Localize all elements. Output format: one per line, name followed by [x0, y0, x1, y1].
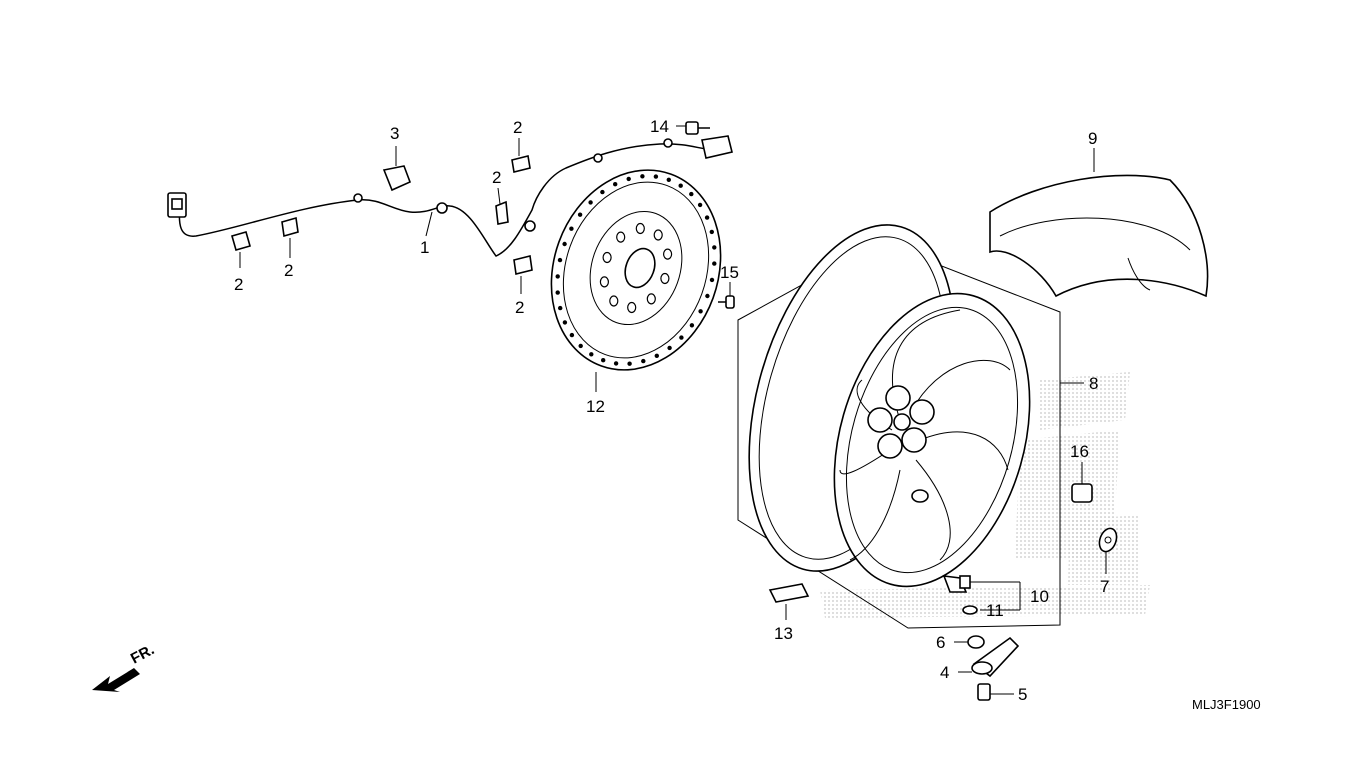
- clamp-icon-a: [231, 231, 251, 268]
- label-2e: 2: [515, 298, 524, 317]
- disc-hole: [654, 353, 659, 358]
- pulse-ring-icon: [1098, 527, 1118, 574]
- disc-hole: [613, 182, 618, 187]
- hub-hole: [646, 293, 656, 305]
- guide-icon: [382, 146, 412, 192]
- label-5: 5: [1018, 685, 1027, 704]
- hub-hole: [602, 251, 612, 264]
- disc-hole: [562, 320, 568, 325]
- hub-hole: [616, 231, 626, 243]
- disc-hole: [712, 261, 717, 266]
- disc-hole: [627, 361, 632, 366]
- disc-hole: [569, 226, 574, 231]
- disc-hole: [709, 277, 715, 283]
- disc-hole: [704, 215, 710, 220]
- hub-hole: [662, 248, 673, 260]
- label-16: 16: [1070, 442, 1089, 461]
- label-2c: 2: [492, 168, 501, 187]
- disc-hole: [557, 257, 563, 263]
- valve-cap-icon: [977, 683, 1014, 701]
- disc-hole: [705, 293, 710, 299]
- disc-hole: [558, 305, 563, 311]
- label-9: 9: [1088, 129, 1097, 148]
- valve-icon: [942, 575, 1021, 615]
- direction-label: FR.: [128, 641, 157, 667]
- disc-hole: [641, 358, 646, 364]
- label-2b: 2: [284, 261, 293, 280]
- hub-hole: [599, 276, 610, 288]
- hub-hole: [653, 229, 663, 241]
- disc-hole: [613, 361, 619, 366]
- label-14: 14: [650, 117, 669, 136]
- disc-hole: [600, 189, 605, 195]
- disc-hole: [601, 358, 606, 363]
- label-6: 6: [936, 633, 945, 652]
- disc-hole: [698, 309, 703, 314]
- label-10: 10: [1030, 587, 1049, 606]
- disc-hole: [577, 212, 583, 217]
- label-8: 8: [1089, 374, 1098, 393]
- hub-hole: [635, 222, 645, 235]
- hub-hole: [660, 272, 670, 285]
- disc-hole: [626, 176, 631, 182]
- nut-icon-6: [954, 635, 985, 649]
- disc-hole: [712, 245, 717, 250]
- label-3: 3: [390, 124, 399, 143]
- disc-hole: [667, 345, 672, 351]
- label-12: 12: [586, 397, 605, 416]
- disc-hole: [640, 174, 645, 179]
- label-2d: 2: [513, 118, 522, 137]
- disc-hole: [689, 191, 694, 197]
- front-direction-arrow-icon: [92, 668, 140, 692]
- tire: [989, 148, 1209, 298]
- disc-hole: [588, 200, 593, 205]
- disc-hole: [578, 343, 583, 349]
- label-4: 4: [940, 663, 949, 682]
- disc-hole: [555, 274, 560, 279]
- label-1: 1: [420, 238, 429, 257]
- bolt-icon-15: [718, 282, 735, 309]
- clamp-icon-e: [513, 255, 533, 294]
- hub-hole: [627, 301, 637, 314]
- disc-hole: [709, 229, 714, 235]
- clamp-icon-d: [511, 138, 531, 173]
- nut-icon-16: [1071, 462, 1093, 503]
- balance-weight-icon: [768, 583, 810, 620]
- disc-hole: [666, 177, 671, 182]
- drawing-code: MLJ3F1900: [1192, 697, 1261, 712]
- sensor-body-icon: [958, 636, 1020, 678]
- disc-hole: [569, 332, 575, 338]
- label-11: 11: [986, 601, 1004, 620]
- label-7: 7: [1100, 577, 1109, 596]
- disc-hole: [589, 352, 594, 357]
- sensor-cord: [167, 135, 733, 257]
- bolt-icon-14: [676, 121, 710, 135]
- disc-hole: [689, 323, 695, 328]
- disc-hole: [653, 174, 659, 179]
- disc-hole: [562, 241, 567, 247]
- wheel-spokes: [839, 309, 1011, 561]
- rear-wheel: [737, 224, 1084, 629]
- disc-hole: [678, 183, 683, 188]
- label-13: 13: [774, 624, 793, 643]
- label-2a: 2: [234, 275, 243, 294]
- disc-hole: [697, 202, 703, 208]
- hub-hole: [609, 295, 619, 307]
- clamp-icon-b: [281, 216, 299, 258]
- label-15: 15: [720, 263, 739, 282]
- disc-hole: [679, 335, 684, 340]
- clamp-icon-c: [495, 187, 509, 225]
- disc-hole: [555, 290, 560, 295]
- brake-disc: [550, 169, 722, 392]
